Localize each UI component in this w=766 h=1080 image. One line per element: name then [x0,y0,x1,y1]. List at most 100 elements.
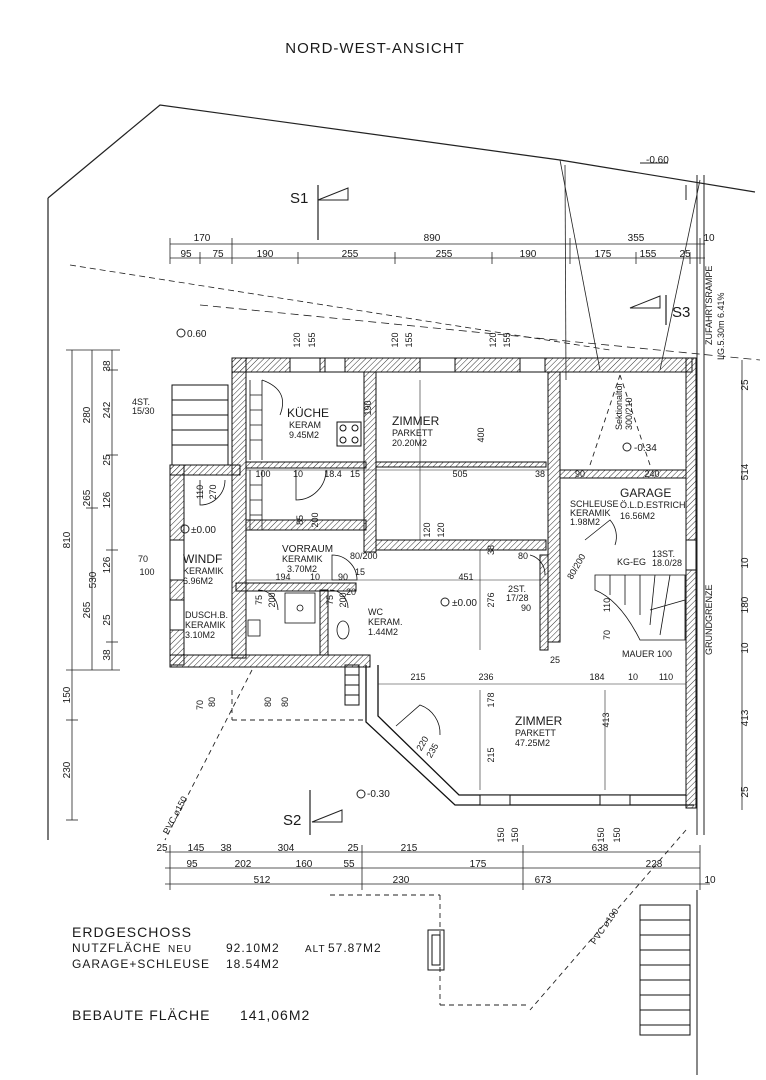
dim-inner: 413 [601,712,611,727]
dim-inner: 38 [486,545,496,555]
dim-inner: 80 [518,551,528,561]
dim-bottom: 145 [188,843,205,854]
level-garage: -0.34 [634,443,657,454]
level-markers: -0.60 0.60 -0.34 ±0.00 ±0.00 -0.30 [176,155,669,800]
room-name: GARAGE [620,486,671,500]
room-wc: WC KERAM. 1.44M2 [368,607,403,637]
nutzflaeche-label: NUTZFLÄCHE [72,941,161,955]
dim-bottom: 638 [592,843,609,854]
room-area: 6.96M2 [183,576,213,586]
nutzflaeche-neu-label: NEU [168,944,192,955]
level-left-top: 0.60 [187,329,207,340]
room-name: VORRAUM [282,544,333,555]
dim-inner: 110 [195,485,205,499]
dim-inner: 215 [486,747,496,762]
dim-inner: 80 [207,697,217,707]
room-area: 9.45M2 [289,430,319,440]
dim-inner: 120 [390,332,400,347]
dim-inner: 10 [293,469,303,479]
doors [199,469,617,736]
dim-bottom: 673 [535,875,552,886]
top-dimensions: 170 890 355 10 95 75 190 255 255 190 175… [180,233,715,260]
room-schleuse: SCHLEUSE KERAMIK 1.98M2 [570,499,619,527]
bebaute-flaeche-label: BEBAUTE FLÄCHE [72,1007,210,1023]
room-name: ZIMMER [515,714,563,728]
room-kueche: KÜCHE KERAM 9.45M2 [287,406,329,440]
room-name: SCHLEUSE [570,499,619,509]
bay-wall [365,665,694,806]
dim-inner: 505 [452,469,467,479]
dim-left: 25 [102,614,113,626]
summary-heading: ERDGESCHOSS [72,924,192,940]
dim-inner: 80 [263,697,273,707]
dim-inner: 70 [138,554,148,564]
dim-top: 175 [595,249,612,260]
dim-top: 255 [436,249,453,260]
room-name: KÜCHE [287,406,329,420]
dim-left: 530 [88,571,99,588]
stair-ratio-label: 15/30 [132,406,155,416]
dim-inner: 178 [486,692,496,707]
dim-inner: 85 [295,515,305,525]
room-vorraum: VORRAUM KERAMIK 3.70M2 [282,544,333,574]
dim-top: 355 [628,233,645,244]
dim-inner: 150 [510,827,520,842]
dim-inner: 100 [139,567,154,577]
dim-right: 413 [740,709,751,726]
dim-inner: 200 [310,512,320,527]
bottom-dimension-lines [165,845,710,890]
stair-entrance [171,384,229,466]
dim-left: 25 [102,454,113,466]
dim-top: 190 [257,249,274,260]
room-name: WC [368,607,383,617]
door-size-label: 80/200 [565,552,587,581]
dim-left: 126 [102,556,113,573]
dim-inner: 150 [612,827,622,842]
windows [169,357,697,806]
dim-inner: 100 [255,469,270,479]
room-area: 16.56M2 [620,511,655,521]
garage-schleuse-label: GARAGE+SCHLEUSE [72,957,210,971]
dim-left: 150 [62,686,73,703]
room-area: 1.98M2 [570,517,600,527]
alt-label: ALT [305,944,326,955]
dim-left: 126 [102,491,113,508]
grundgrenze-label: GRUNDGRENZE [704,584,714,655]
top-dimension-lines [169,238,705,264]
room-area: 3.10M2 [185,630,215,640]
zufahrt-length: LG.5.30m 6.41% [716,292,726,360]
stair-count-label: 4ST. [132,397,150,407]
section-s3-label: S3 [672,304,690,321]
dim-inner: 236 [478,672,493,682]
dim-bottom: 55 [343,859,355,870]
dim-inner: 18.4 [324,469,342,479]
dim-left: 230 [62,761,73,778]
dim-inner: 184 [589,672,604,682]
light-well [427,929,445,971]
dim-left: 810 [62,531,73,548]
dim-inner: 155 [502,332,512,347]
plan-title: NORD-WEST-ANSICHT [285,40,465,57]
dim-inner: 215 [410,672,425,682]
level-terrace: -0.30 [367,789,390,800]
room-floor: Ö.L.D.ESTRICH [620,500,686,510]
dim-right: 25 [740,379,751,391]
stair-ratio-label: 18.0/28 [652,558,682,568]
dim-inner: 70 [195,700,205,710]
room-floor: PARKETT [392,428,433,438]
dim-right: 10 [740,557,751,569]
dim-inner: 194 [275,572,290,582]
stair-kitchen [249,379,284,530]
pvc-left-label: PVC ø150 [161,795,189,836]
room-labels: KÜCHE KERAM 9.45M2 ZIMMER PARKETT 20.20M… [183,406,686,748]
dim-bottom: 512 [254,875,271,886]
dim-inner: 10 [628,672,638,682]
dim-top: 95 [180,249,192,260]
dim-top: 155 [640,249,657,260]
room-name: DUSCH.B. [185,610,228,620]
room-floor: KERAMIK [185,620,226,630]
dim-right: 10 [740,642,751,654]
bathroom-fixtures [247,592,350,640]
dim-inner: 110 [602,598,612,612]
room-area: 3.70M2 [287,564,317,574]
